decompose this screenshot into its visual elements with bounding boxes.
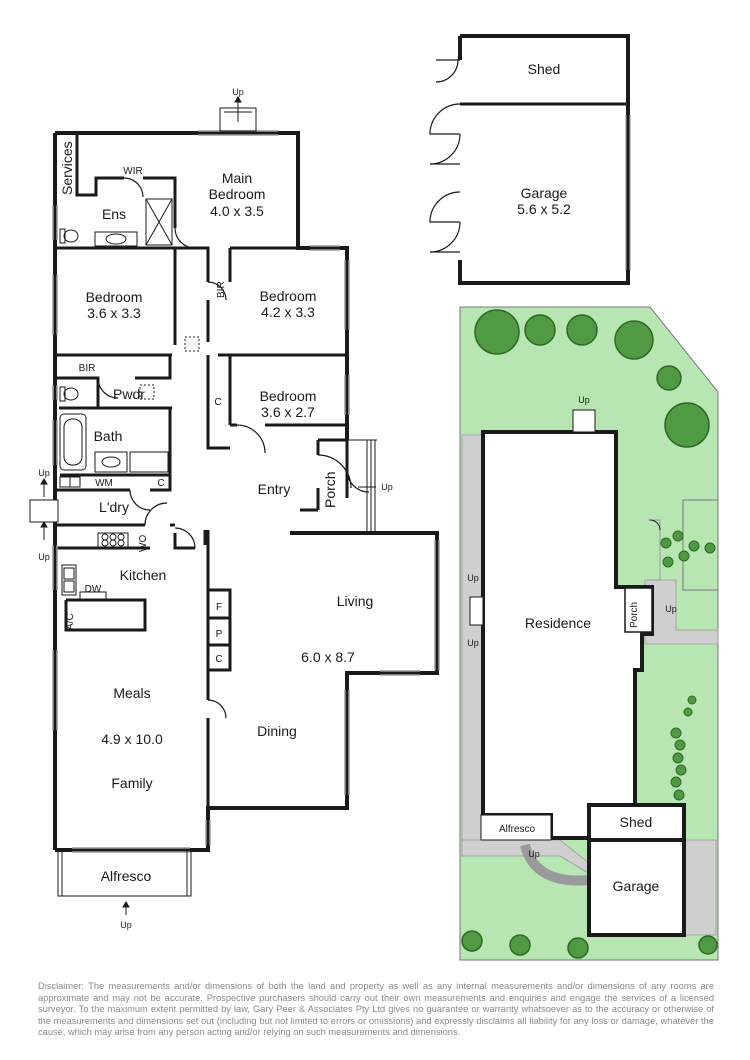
- bedroom-3-name: Bedroom: [260, 288, 317, 304]
- kitchen-sink: [61, 564, 77, 596]
- f-label: F: [216, 602, 222, 613]
- exterior-wall-south: [55, 531, 439, 852]
- dining-label: Dining: [257, 723, 297, 739]
- ac-label: A/C: [65, 613, 76, 630]
- tree-icon: [461, 930, 483, 952]
- site-alfresco: [480, 814, 552, 841]
- wir-label: WIR: [123, 166, 142, 177]
- residence-label: Residence: [525, 615, 591, 631]
- site-alfresco-label: Alfresco: [499, 824, 536, 835]
- main-bedroom-dims: 4.0 x 3.5: [210, 203, 264, 219]
- shrubs: [660, 530, 716, 801]
- wo-label: WO: [138, 535, 149, 552]
- site-porch: [624, 587, 653, 633]
- shower: [145, 198, 173, 246]
- services-label: Services: [59, 141, 75, 195]
- up-label-alfresco: Up: [120, 920, 132, 930]
- floor-plan: [53, 131, 439, 852]
- wm-label: WM: [95, 478, 113, 489]
- tree-icon: [509, 934, 531, 956]
- site-shed-label: Shed: [620, 814, 653, 830]
- c-label: C: [214, 397, 221, 408]
- meals-family-dims: 4.9 x 10.0: [101, 731, 163, 747]
- site-up-label-top: Up: [578, 395, 590, 405]
- site-up-label-alfresco: Up: [528, 849, 540, 859]
- door-swings: [97, 177, 370, 719]
- site-up-label-porch: Up: [665, 604, 677, 614]
- garage-name: Garage: [521, 185, 568, 201]
- bath-shower: [129, 451, 169, 473]
- site-up-label-west-top: Up: [467, 573, 479, 583]
- disclaimer-text: Disclaimer: The measurements and/or dime…: [38, 981, 714, 1038]
- dw-label: DW: [85, 584, 102, 595]
- kitchen-label: Kitchen: [120, 567, 167, 583]
- alfresco-label: Alfresco: [101, 868, 152, 884]
- family-label: Family: [111, 775, 152, 791]
- outbuildings: [458, 34, 630, 285]
- porch-label: Porch: [322, 471, 338, 508]
- site-garage-label: Garage: [613, 878, 660, 894]
- site-garage: [587, 838, 686, 937]
- bedroom-3-dims: 4.2 x 3.3: [261, 304, 315, 320]
- bath-label: Bath: [94, 428, 123, 444]
- up-label-porch: Up: [381, 482, 393, 492]
- pwdr-label: Pwdr: [113, 386, 145, 402]
- interior-walls: [55, 133, 349, 808]
- tree-icon: [474, 309, 520, 355]
- tree-icon: [698, 935, 718, 955]
- bedroom-2-dims: 3.6 x 3.3: [87, 305, 141, 321]
- bedroom-4-name: Bedroom: [260, 388, 317, 404]
- windows: [52, 130, 440, 853]
- walkway: [520, 843, 591, 886]
- meals-label: Meals: [113, 685, 150, 701]
- tree-icon: [614, 320, 654, 360]
- ldry-label: L'dry: [99, 499, 129, 515]
- toilet: [63, 229, 79, 243]
- c-label-laundry: C: [157, 478, 164, 489]
- bedroom-4-dims: 3.6 x 2.7: [261, 404, 315, 420]
- tree-icon: [524, 314, 556, 346]
- tree-icon: [656, 365, 682, 391]
- ensuite-vanity: [94, 231, 138, 247]
- garage-doors: [429, 59, 631, 270]
- garage-dims: 5.6 x 5.2: [517, 201, 571, 217]
- bathtub: [59, 413, 87, 471]
- bedroom-2-name: Bedroom: [86, 289, 143, 305]
- up-label-laundry-top: Up: [38, 468, 50, 478]
- cooktop: [97, 532, 129, 548]
- bir-horizontal-label: BIR: [79, 363, 96, 374]
- up-label-laundry-bottom: Up: [38, 552, 50, 562]
- site-porch-label: Porch: [629, 602, 640, 628]
- up-label: Up: [232, 87, 244, 97]
- tree-icon: [567, 937, 589, 959]
- tree-icon: [566, 314, 598, 346]
- ens-label: Ens: [102, 206, 126, 222]
- living-dining-dims: 6.0 x 8.7: [301, 649, 355, 665]
- side-yard-border: [682, 499, 719, 591]
- shed-label: Shed: [528, 61, 561, 77]
- c-label-pantry: C: [215, 654, 222, 665]
- bir-vertical-label: BIR: [216, 281, 227, 298]
- entry-label: Entry: [258, 481, 291, 497]
- fixtures: [59, 198, 200, 601]
- tree-icon: [664, 402, 710, 448]
- site-plan: [459, 306, 719, 961]
- living-label: Living: [337, 593, 374, 609]
- site-up-label-west-bottom: Up: [467, 638, 479, 648]
- up-arrows: [40, 96, 376, 915]
- site-shed: [587, 803, 686, 842]
- p-label: P: [216, 629, 223, 640]
- trees: [461, 309, 718, 959]
